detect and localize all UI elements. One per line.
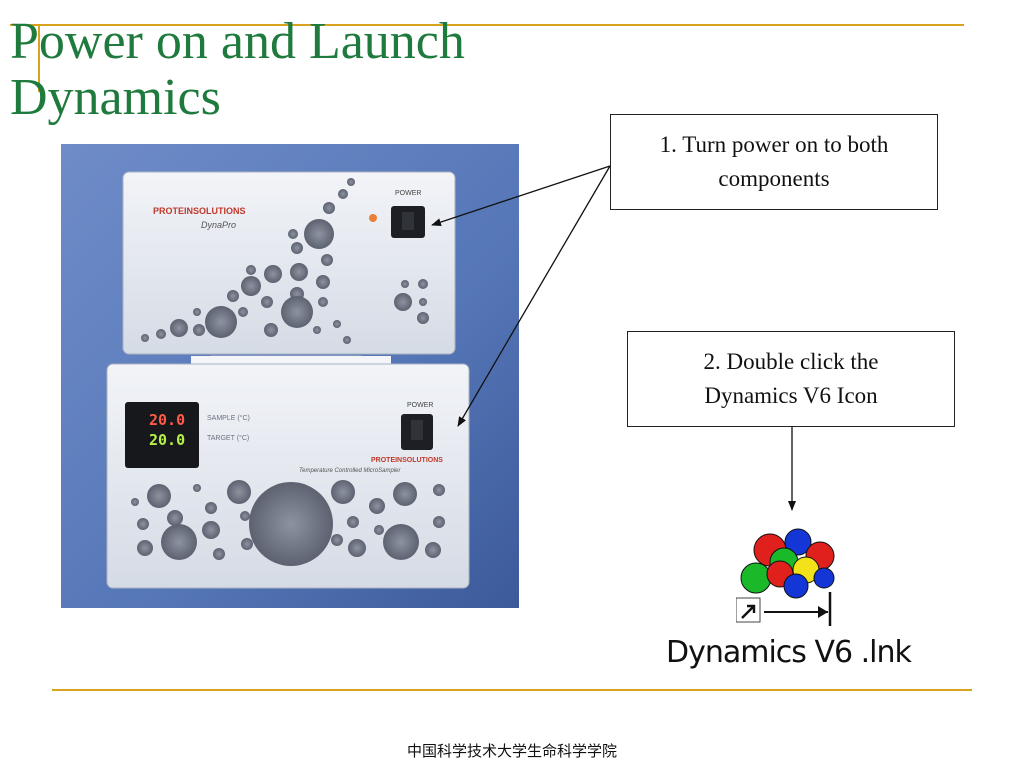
dynamics-v6-shortcut[interactable] xyxy=(660,528,920,674)
target-readout: 20.0 xyxy=(149,431,185,449)
sample-readout: 20.0 xyxy=(149,411,185,429)
temperature-display xyxy=(125,402,199,468)
lower-model: Temperature Controlled MicroSampler xyxy=(299,468,401,474)
upper-power-label: POWER xyxy=(395,190,421,197)
shortcut-overlay-icon xyxy=(736,597,761,623)
bottom-rule xyxy=(52,689,972,691)
upper-indicator-light xyxy=(369,214,377,222)
dynamics-v6-label[interactable]: Dynamics V6 .lnk xyxy=(666,635,912,670)
footer-institution: 中国科学技术大学生命科学学院 xyxy=(406,742,617,760)
callout-power-on-text: 1. Turn power on to both components xyxy=(659,132,889,191)
target-label: TARGET (°C) xyxy=(207,434,249,442)
left-rule xyxy=(38,26,40,92)
dynamics-molecule-icon xyxy=(736,528,835,626)
lower-unit: 20.0 20.0 SAMPLE (°C) TARGET (°C) POWER … xyxy=(106,363,470,589)
device-photo: PROTEINSOLUTIONS DynaPro POWER xyxy=(61,144,519,608)
callout-double-click-text: 2. Double click the Dynamics V6 Icon xyxy=(703,349,879,408)
sample-label: SAMPLE (°C) xyxy=(207,414,250,422)
callout-power-on: 1. Turn power on to both components xyxy=(610,114,938,210)
upper-unit: PROTEINSOLUTIONS DynaPro POWER xyxy=(122,171,456,355)
slide-title: Power on and Launch Dynamics xyxy=(10,13,465,126)
lower-power-label: POWER xyxy=(407,402,433,409)
lower-brand: PROTEINSOLUTIONS xyxy=(371,457,443,464)
upper-model: DynaPro xyxy=(201,220,236,230)
callout-double-click: 2. Double click the Dynamics V6 Icon xyxy=(627,331,955,427)
top-rule xyxy=(10,24,964,26)
upper-brand: PROTEINSOLUTIONS xyxy=(153,206,246,216)
